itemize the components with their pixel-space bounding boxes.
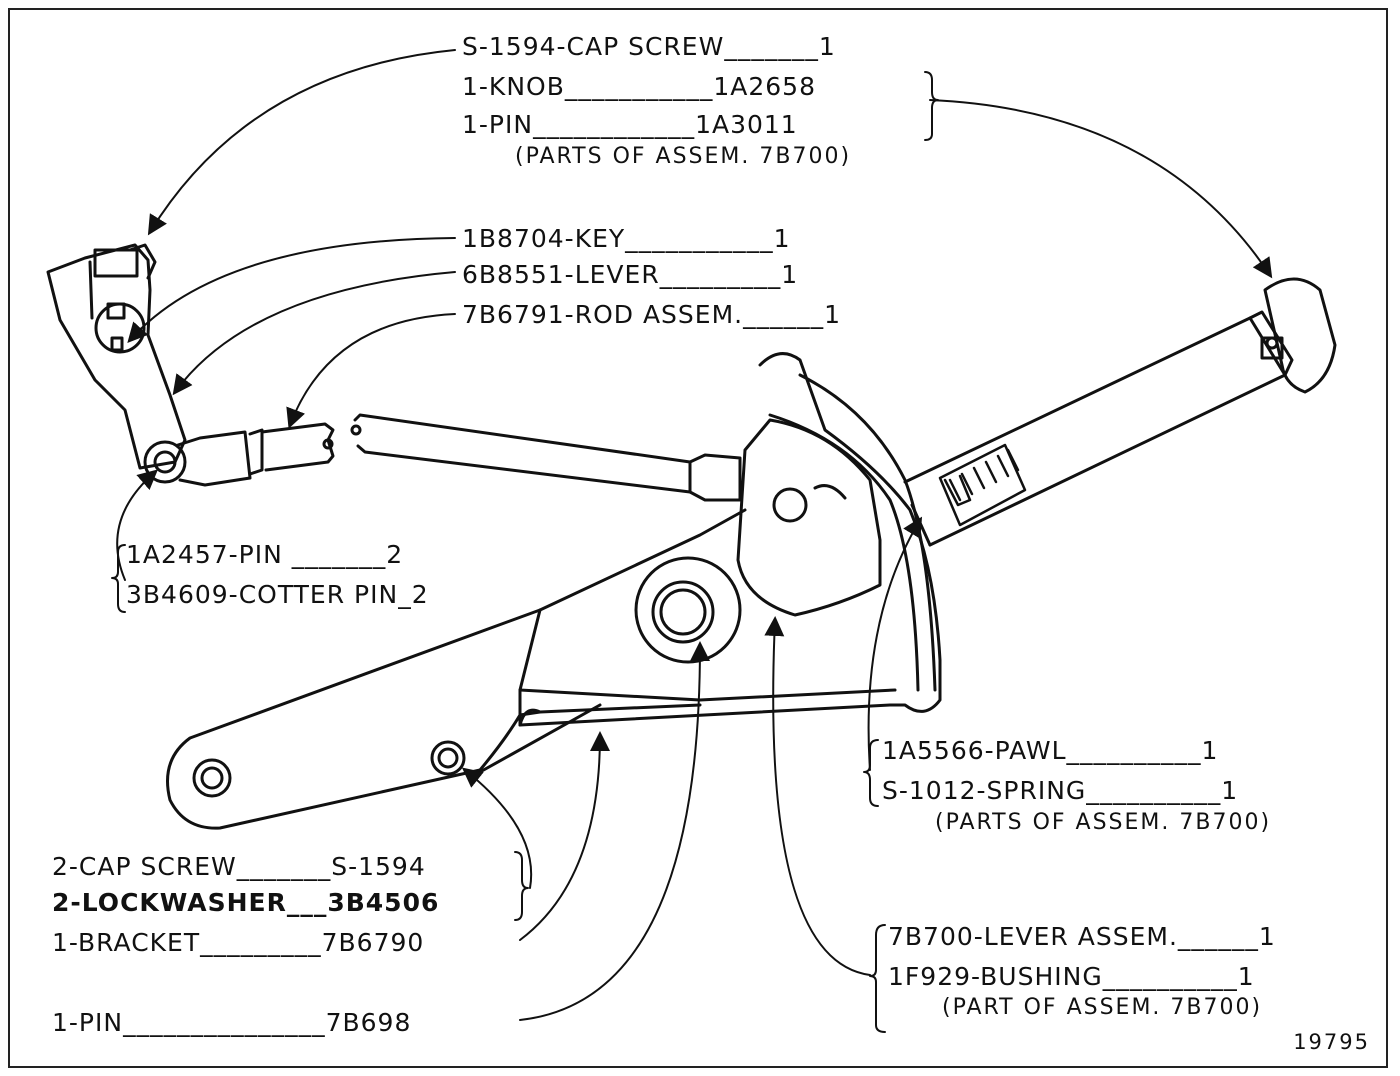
label-pawl: 1A5566-PAWL__________1 — [882, 736, 1219, 765]
bracket — [166, 608, 702, 830]
leader-lines — [116, 49, 1273, 1021]
spring-cutaway — [938, 443, 1027, 527]
label-cap-screw-bottom: 2-CAP SCREW_______S-1594 — [52, 852, 426, 881]
figure-number: 19795 — [1293, 1030, 1370, 1054]
label-lever: 6B8551-LEVER_________1 — [462, 260, 799, 289]
label-pin-top: 1-PIN____________1A3011 — [462, 110, 798, 139]
label-knob: 1-KNOB___________1A2658 — [462, 72, 816, 101]
label-bushing: 1F929-BUSHING__________1 — [888, 962, 1255, 991]
label-rod-assem: 7B6791-ROD ASSEM.______1 — [462, 300, 842, 329]
label-part-of-bushing: (PART OF ASSEM. 7B700) — [942, 995, 1263, 1020]
figure-border — [8, 8, 1388, 1068]
hub-bushing — [634, 556, 742, 664]
label-cotter-pin: 3B4609-COTTER PIN_2 — [126, 580, 429, 609]
label-pin-bottom: 1-PIN_______________7B698 — [52, 1008, 412, 1037]
main-lever-body — [518, 352, 942, 727]
lever-tube — [903, 277, 1337, 547]
upper-lever — [46, 243, 187, 484]
label-cap-screw-top: S-1594-CAP SCREW_______1 — [462, 32, 836, 61]
label-spring: S-1012-SPRING__________1 — [882, 776, 1239, 805]
label-key: 1B8704-KEY___________1 — [462, 224, 791, 253]
braces — [111, 71, 939, 1033]
label-lever-assem: 7B700-LEVER ASSEM.______1 — [888, 922, 1276, 951]
label-pin-2: 1A2457-PIN _______2 — [126, 540, 404, 569]
label-parts-of-pawl: (PARTS OF ASSEM. 7B700) — [935, 810, 1272, 835]
label-lockwasher: 2-LOCKWASHER___3B4506 — [52, 888, 440, 917]
rod-assembly — [176, 413, 742, 502]
label-parts-of-top: (PARTS OF ASSEM. 7B700) — [515, 144, 852, 169]
label-bracket: 1-BRACKET_________7B6790 — [52, 928, 425, 957]
